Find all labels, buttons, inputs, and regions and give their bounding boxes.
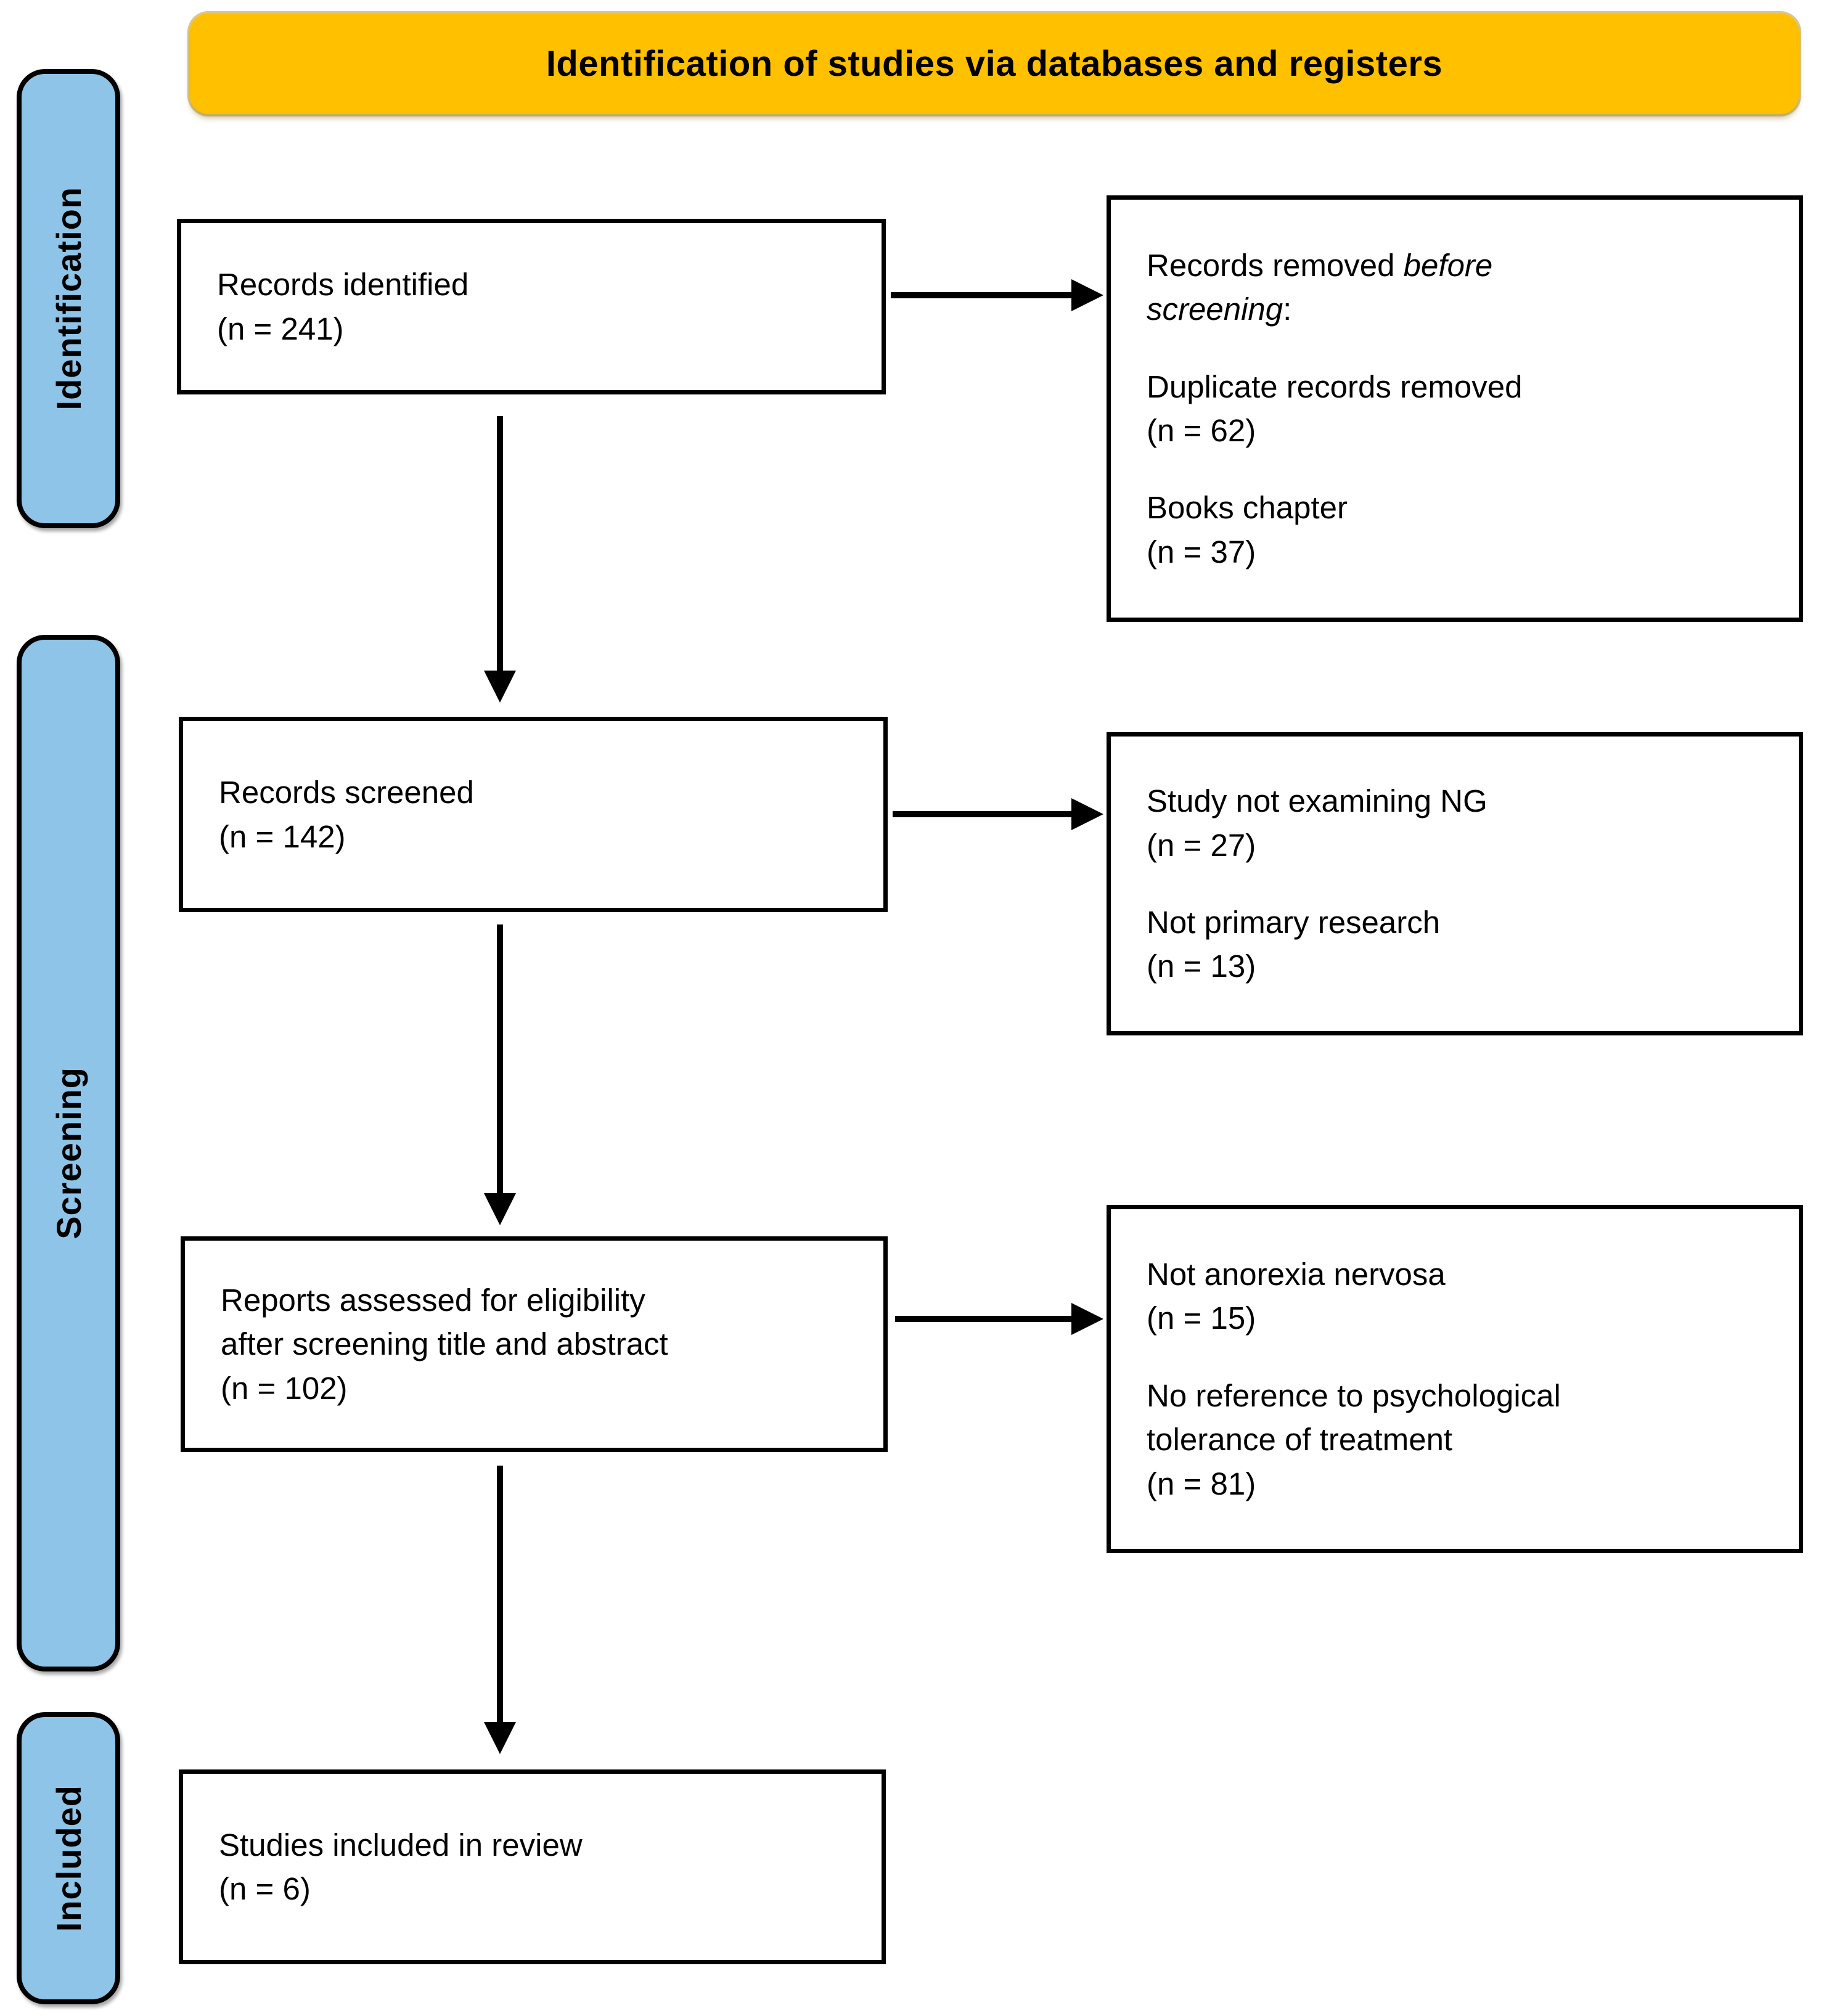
box-text-line: after screening title and abstract: [221, 1326, 668, 1362]
box-text-line: (n = 37): [1147, 534, 1256, 569]
paragraph-reason: No reference to psychological tolerance …: [1147, 1374, 1774, 1506]
box-records-identified: Records identified (n = 241): [177, 219, 886, 394]
box-text-line: No reference to psychological: [1147, 1377, 1561, 1413]
stage-bar-identification: Identification: [17, 69, 120, 528]
arrow-shaft: [891, 292, 1073, 298]
heading-tail: :: [1283, 292, 1292, 327]
paragraph-reason: Not primary research (n = 13): [1147, 900, 1774, 989]
arrow-shaft: [497, 416, 503, 672]
stage-label-included: Included: [49, 1784, 88, 1932]
arrow-head: [1071, 1303, 1103, 1335]
stage-label-identification: Identification: [49, 187, 88, 410]
box-text-line: Studies included in review: [219, 1827, 583, 1863]
box-text-line: (n = 81): [1147, 1466, 1256, 1501]
box-text-line: Records identified: [217, 267, 469, 303]
paragraph-heading: Records removed before screening:: [1147, 243, 1774, 332]
box-studies-included: Studies included in review (n = 6): [179, 1769, 886, 1964]
box-text-line: Records screened: [219, 775, 474, 810]
paragraph-reason: Study not examining NG (n = 27): [1147, 779, 1774, 867]
arrow-shaft: [895, 1316, 1073, 1322]
box-text-line: screening:: [1147, 287, 1774, 331]
box-text-line: Records removed before: [1147, 243, 1774, 287]
box-records-removed-before-screening: Records removed before screening: Duplic…: [1107, 195, 1803, 622]
box-text-line: Not anorexia nervosa: [1147, 1257, 1446, 1292]
box-text-line: Duplicate records removed: [1147, 369, 1523, 404]
stage-bar-screening: Screening: [17, 635, 120, 1671]
box-screening-exclusions: Study not examining NG (n = 27) Not prim…: [1107, 732, 1803, 1035]
arrow-shaft: [497, 924, 503, 1194]
box-text-line: (n = 27): [1147, 827, 1256, 863]
box-text-line: (n = 241): [217, 311, 344, 346]
arrow-head: [484, 671, 516, 703]
stage-bar-included: Included: [17, 1712, 120, 2004]
arrow-head: [1071, 798, 1103, 830]
box-text-line: Study not examining NG: [1147, 783, 1487, 819]
banner-label: Identification of studies via databases …: [546, 44, 1443, 84]
box-text-line: Books chapter: [1147, 490, 1348, 526]
banner: Identification of studies via databases …: [190, 14, 1799, 114]
paragraph-reason: Books chapter (n = 37): [1147, 486, 1774, 574]
box-eligibility-exclusions: Not anorexia nervosa (n = 15) No referen…: [1107, 1205, 1803, 1553]
box-text-line: (n = 142): [219, 818, 346, 854]
arrow-shaft: [893, 811, 1073, 817]
arrow-head: [484, 1193, 516, 1225]
box-text-line: tolerance of treatment: [1147, 1422, 1453, 1458]
box-reports-assessed: Reports assessed for eligibility after s…: [181, 1236, 888, 1452]
arrow-shaft: [497, 1466, 503, 1723]
arrow-head: [1071, 279, 1103, 311]
box-text-line: Reports assessed for eligibility: [221, 1282, 645, 1318]
arrow-head: [484, 1722, 516, 1754]
heading-italic: before: [1403, 247, 1493, 283]
box-records-screened: Records screened (n = 142): [179, 717, 888, 912]
box-text-line: (n = 15): [1147, 1300, 1256, 1336]
heading-italic: screening: [1147, 292, 1283, 327]
box-text-line: Not primary research: [1147, 905, 1441, 940]
box-text-line: (n = 13): [1147, 949, 1256, 984]
paragraph-reason: Duplicate records removed (n = 62): [1147, 365, 1774, 453]
box-text-line: (n = 6): [219, 1871, 311, 1906]
box-text-line: (n = 62): [1147, 413, 1256, 448]
box-text-line: (n = 102): [221, 1370, 348, 1406]
paragraph-reason: Not anorexia nervosa (n = 15): [1147, 1252, 1774, 1341]
heading-normal: Records removed: [1147, 247, 1404, 283]
stage-label-screening: Screening: [49, 1067, 88, 1239]
